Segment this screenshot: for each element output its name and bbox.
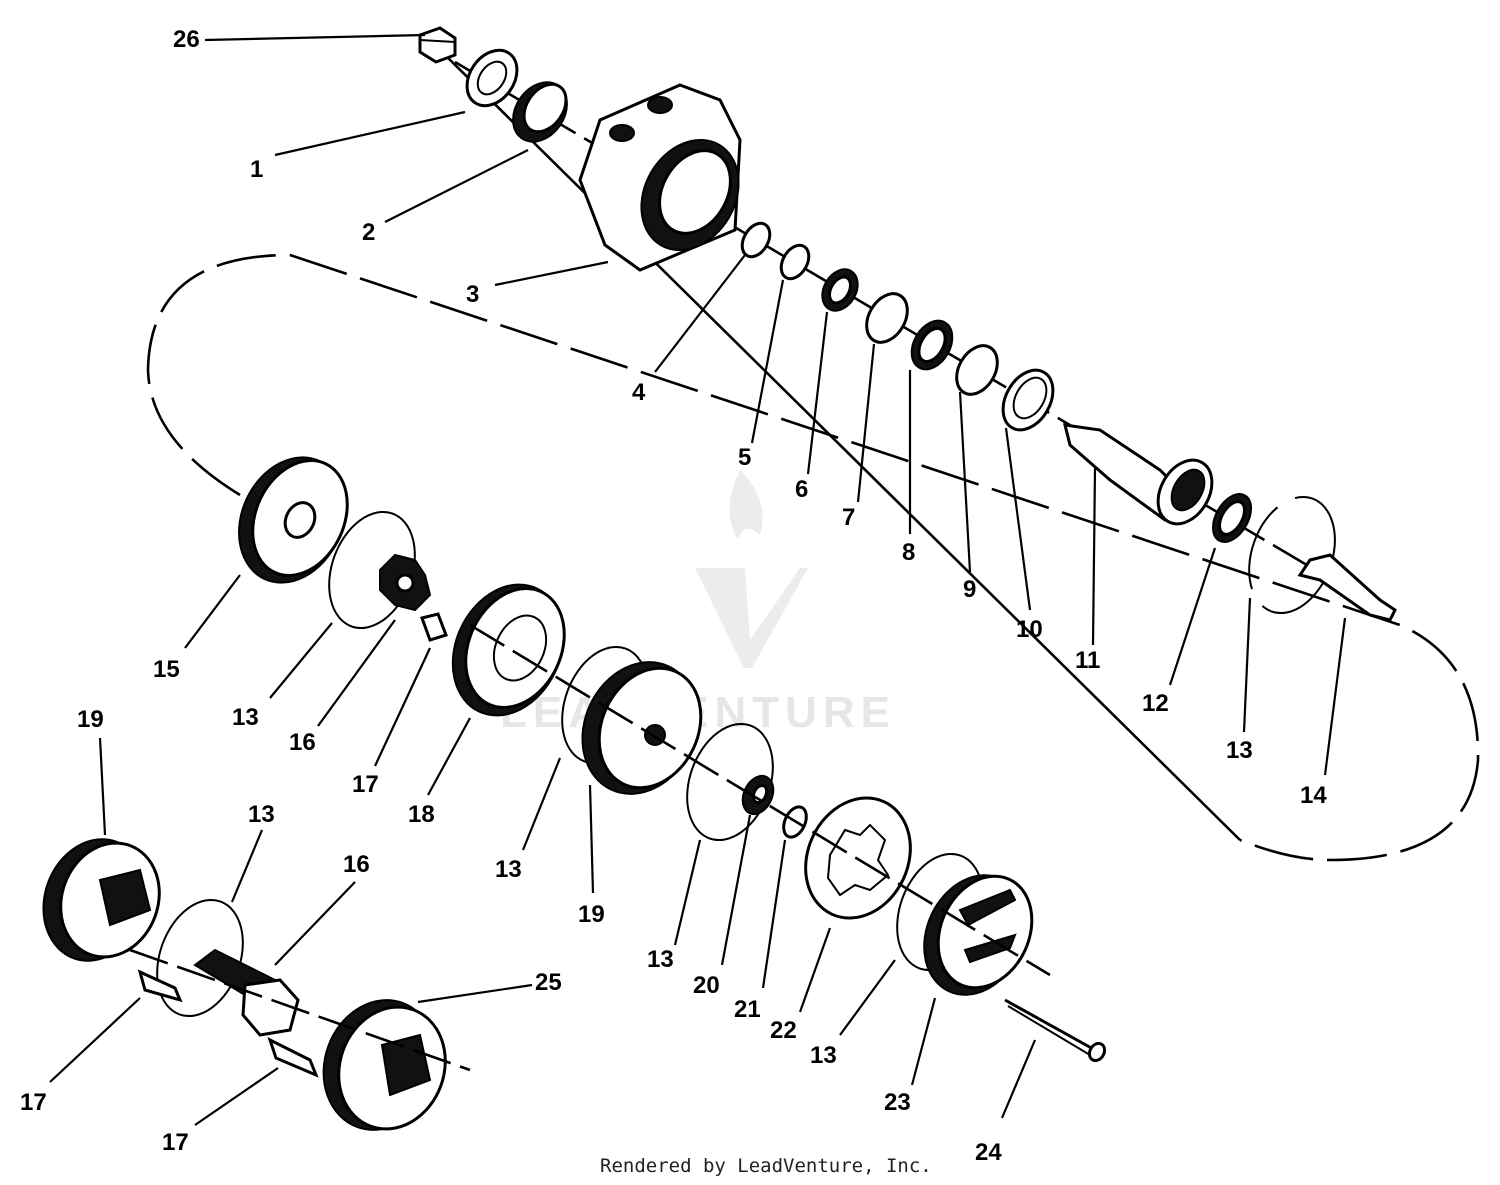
callout-17-upper: 17 — [352, 771, 379, 798]
render-credit: Rendered by LeadVenture, Inc. — [600, 1155, 932, 1177]
part-19-rotor-housing — [581, 661, 703, 795]
callout-20: 20 — [693, 972, 720, 999]
leader-lines — [49, 33, 1347, 1126]
callout-13-upper: 13 — [1226, 737, 1253, 764]
part-17-pin-left — [137, 969, 183, 1003]
part-7-washer — [865, 292, 909, 344]
callout-11: 11 — [1075, 647, 1100, 674]
callout-13-lower-mid: 13 — [647, 946, 674, 973]
callout-17-left: 17 — [20, 1089, 47, 1116]
part-17-pin-bottom — [267, 1037, 319, 1078]
callout-17-bottom: 17 — [162, 1129, 189, 1156]
callout-7: 7 — [842, 504, 855, 531]
part-23-end-cap — [923, 874, 1034, 996]
callout-1: 1 — [250, 156, 263, 183]
callout-19-mid: 19 — [578, 901, 605, 928]
callout-8: 8 — [902, 539, 915, 566]
part-25-rotor — [322, 999, 447, 1131]
callout-22: 22 — [770, 1017, 797, 1044]
part-14-pin — [1297, 553, 1397, 622]
callout-16-upper: 16 — [289, 729, 316, 756]
part-15-plate — [238, 456, 349, 584]
callout-24: 24 — [975, 1139, 1002, 1166]
part-16-gear — [379, 553, 432, 612]
middle-axis — [469, 623, 1051, 977]
callout-21: 21 — [734, 996, 761, 1023]
callout-13-lower: 13 — [810, 1042, 837, 1069]
callout-13-mid: 13 — [495, 856, 522, 883]
callout-5: 5 — [738, 444, 751, 471]
part-24-bolt — [1004, 998, 1107, 1063]
assembly-loop-line — [146, 49, 1480, 862]
callout-23: 23 — [884, 1089, 911, 1116]
callout-2: 2 — [362, 219, 375, 246]
callout-10: 10 — [1016, 616, 1043, 643]
part-5-oring — [779, 243, 811, 281]
callout-6: 6 — [795, 476, 808, 503]
part-16-gear-shaft — [193, 948, 300, 1037]
callout-25: 25 — [535, 969, 562, 996]
callout-14: 14 — [1300, 782, 1327, 809]
part-3-housing — [578, 83, 742, 272]
callout-12: 12 — [1142, 690, 1169, 717]
part-9-washer — [955, 344, 999, 396]
callout-15: 15 — [153, 656, 180, 683]
part-19-rotor-lower — [42, 838, 161, 962]
part-1-seal — [465, 48, 519, 108]
part-13-gasket-lower-left — [156, 898, 244, 1018]
callout-9: 9 — [963, 576, 976, 603]
part-10-bearing — [1001, 368, 1055, 432]
callout-19-lower: 19 — [77, 706, 104, 733]
callout-13-lower-left: 13 — [248, 801, 275, 828]
callout-3: 3 — [466, 281, 479, 308]
part-17-pin-upper — [420, 612, 448, 642]
callout-4: 4 — [632, 379, 646, 406]
part-11-shaft — [1063, 423, 1214, 526]
lower-axis — [129, 948, 471, 1072]
part-26-nut — [418, 26, 457, 64]
callout-26: 26 — [173, 26, 200, 53]
part-4-oring — [740, 221, 772, 259]
callout-13-left: 13 — [232, 704, 259, 731]
callout-labels: 26 1 2 3 4 5 6 7 8 9 10 11 12 13 14 15 1… — [20, 26, 1327, 1166]
part-18-rotor — [451, 583, 566, 717]
callout-16-lower: 16 — [343, 851, 370, 878]
part-2-bearing — [512, 81, 568, 143]
callout-18: 18 — [408, 801, 435, 828]
